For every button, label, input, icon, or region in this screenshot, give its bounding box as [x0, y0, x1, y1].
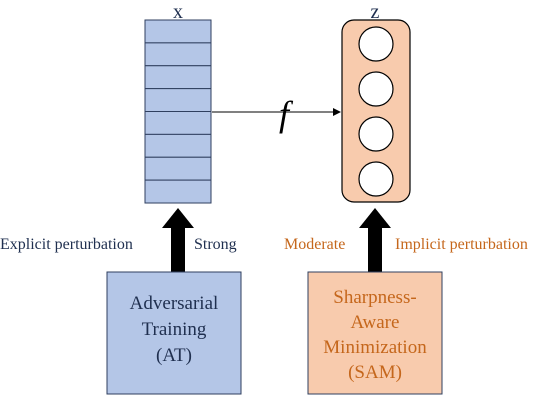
input-cell — [144, 19, 212, 44]
strong-label: Strong — [194, 236, 237, 253]
input-cell — [144, 156, 212, 181]
output-neurons — [358, 26, 394, 197]
implicit-perturbation-label: Implicit perturbation — [395, 236, 528, 253]
sam-box — [307, 271, 443, 395]
output-label: z — [371, 1, 380, 23]
box-text-line: (AT) — [156, 345, 192, 366]
mapping-label: f — [279, 94, 294, 134]
box-text-line: Adversarial — [130, 293, 219, 314]
input-vector — [144, 19, 212, 204]
box-text-line: Sharpness- — [333, 287, 416, 308]
adversarial-training-box — [106, 271, 242, 395]
output-neuron — [358, 161, 394, 197]
input-cell — [144, 111, 212, 135]
box-text-line: Training — [142, 319, 207, 340]
box-text-line: Aware — [351, 312, 400, 333]
box-text-line: Minimization — [323, 337, 427, 358]
input-label: x — [173, 1, 183, 23]
input-cell — [144, 179, 212, 204]
output-neuron — [358, 116, 394, 152]
box-text-line: (SAM) — [348, 362, 402, 383]
explicit-perturbation-label: Explicit perturbation — [0, 236, 133, 253]
output-layer — [341, 19, 411, 203]
input-cell — [144, 133, 212, 158]
output-neuron — [358, 26, 394, 62]
input-cell — [144, 88, 212, 113]
input-cell — [144, 65, 212, 90]
moderate-label: Moderate — [284, 236, 345, 253]
output-neuron — [358, 71, 394, 107]
input-cell — [144, 42, 212, 67]
left-thick-arrow — [162, 208, 194, 272]
right-thick-arrow — [359, 208, 391, 272]
